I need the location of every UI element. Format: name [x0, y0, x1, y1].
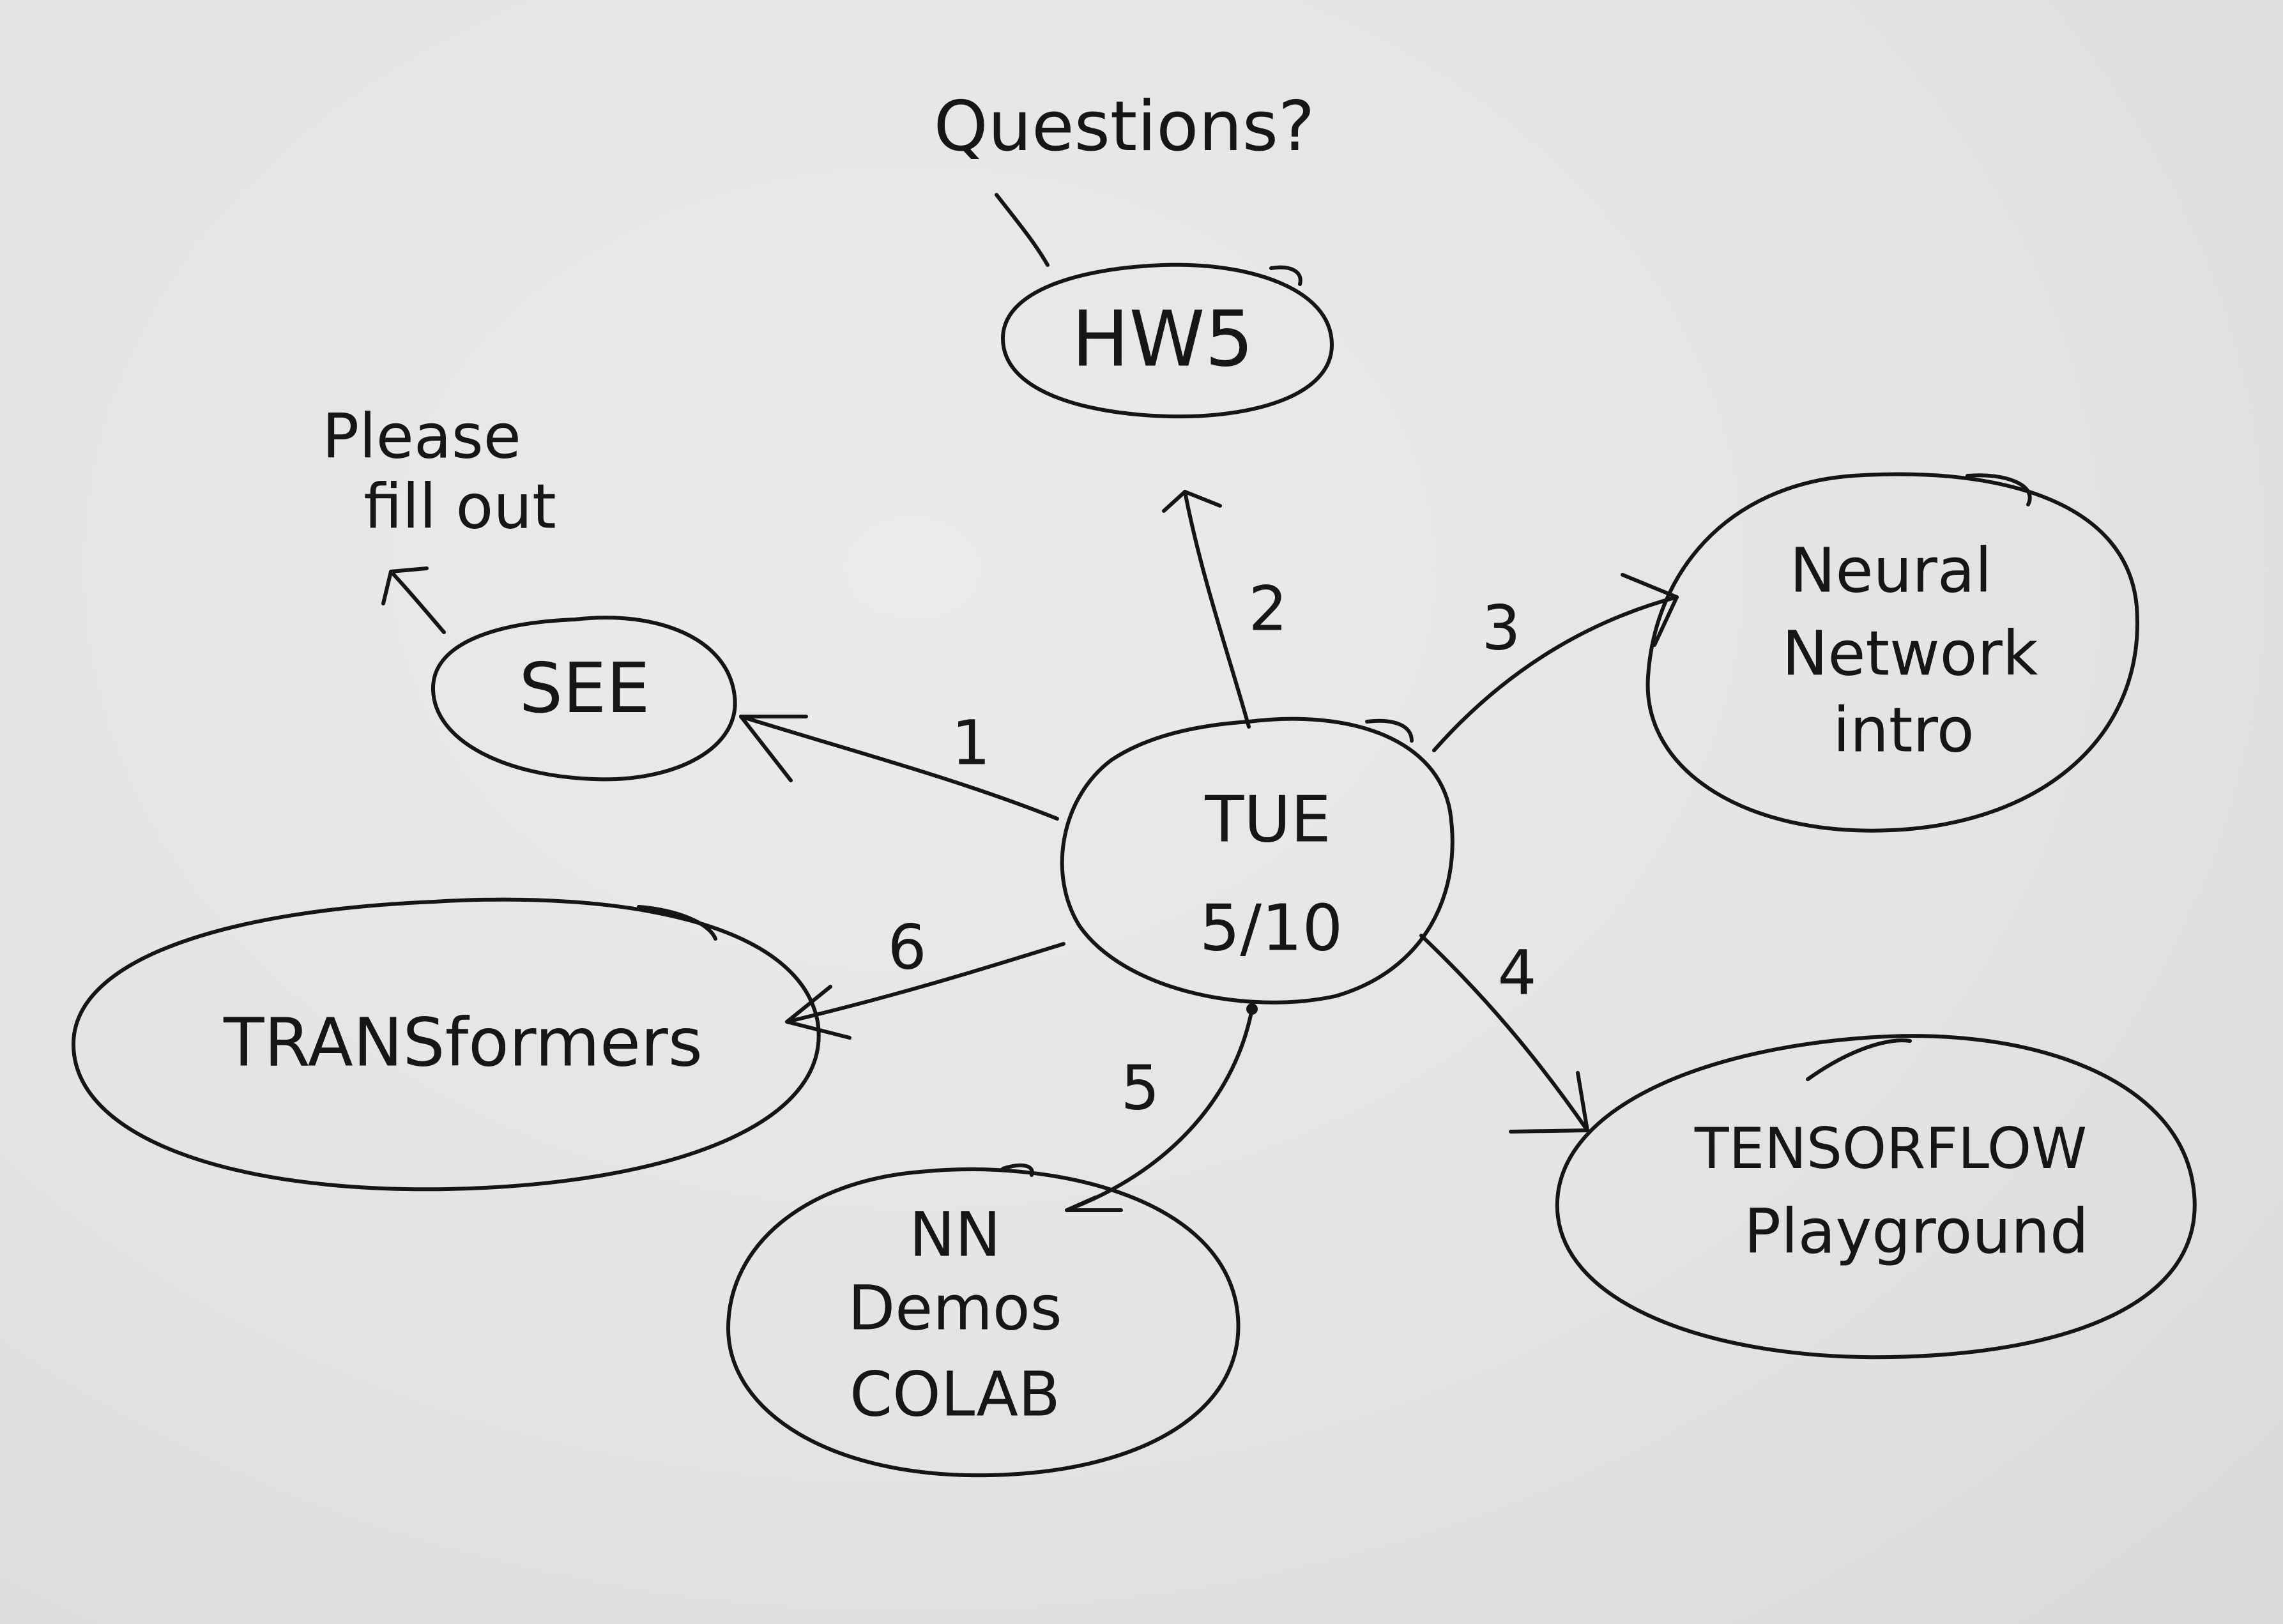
see-note-arrow [381, 566, 446, 634]
neural-network-node-tail [1966, 473, 2032, 506]
center-node-tail [1365, 718, 1414, 743]
neural-network-node-line-2: Network [1782, 618, 2038, 689]
see-node-label: SEE [519, 649, 650, 729]
edge-6-number: 6 [887, 911, 926, 983]
neural-network-node-line-1: Neural [1790, 535, 1992, 606]
see-node-outline [431, 616, 737, 782]
see-note-line-2: fill out [363, 471, 556, 542]
hw5-node-label: HW5 [1071, 296, 1253, 384]
transformers-node-outline [72, 897, 821, 1192]
tensorflow-node-outline [1555, 1034, 2197, 1360]
edge-1-arrow [739, 715, 1059, 821]
nn-demos-node-tail [1001, 1163, 1034, 1177]
hw5-note-line-1: Questions? [934, 87, 1315, 167]
hw5-note-connector [995, 193, 1050, 267]
neural-network-node-line-3: intro [1833, 694, 1974, 766]
edge-6-arrow [785, 942, 1065, 1040]
edge-5-arrow [1065, 1003, 1258, 1212]
nn-demos-node-line-3: COLAB [850, 1358, 1060, 1430]
edge-2-number: 2 [1248, 573, 1287, 644]
transformers-node-label: TRANSformers [223, 1003, 703, 1081]
neural-network-node-outline [1645, 472, 2139, 833]
center-date-label: 5/10 [1200, 890, 1343, 965]
hw5-node-outline [1001, 262, 1334, 419]
edge-5-number: 5 [1120, 1052, 1159, 1123]
edge-2-arrow [1162, 490, 1251, 729]
center-day-label: TUE [1204, 782, 1331, 856]
nn-demos-node-line-2: Demos [848, 1272, 1062, 1344]
edge-1-number: 1 [951, 707, 990, 778]
tensorflow-node-line-1: TENSORFLOW [1694, 1116, 2087, 1181]
tensorflow-node-line-2: Playground [1744, 1195, 2089, 1267]
center-node-outline [1060, 717, 1455, 1005]
tensorflow-node-tail [1806, 1038, 1912, 1081]
see-note-line-1: Please [322, 400, 521, 472]
nn-demos-node-outline [726, 1167, 1241, 1478]
edge-3-arrow [1432, 573, 1679, 752]
edge-3-number: 3 [1481, 592, 1520, 664]
nn-demos-node-line-1: NN [909, 1199, 1001, 1270]
hw5-node-tail [1269, 265, 1302, 286]
transformers-node-tail [637, 905, 717, 941]
edge-4-number: 4 [1497, 937, 1536, 1008]
edge-4-arrow [1419, 934, 1589, 1134]
